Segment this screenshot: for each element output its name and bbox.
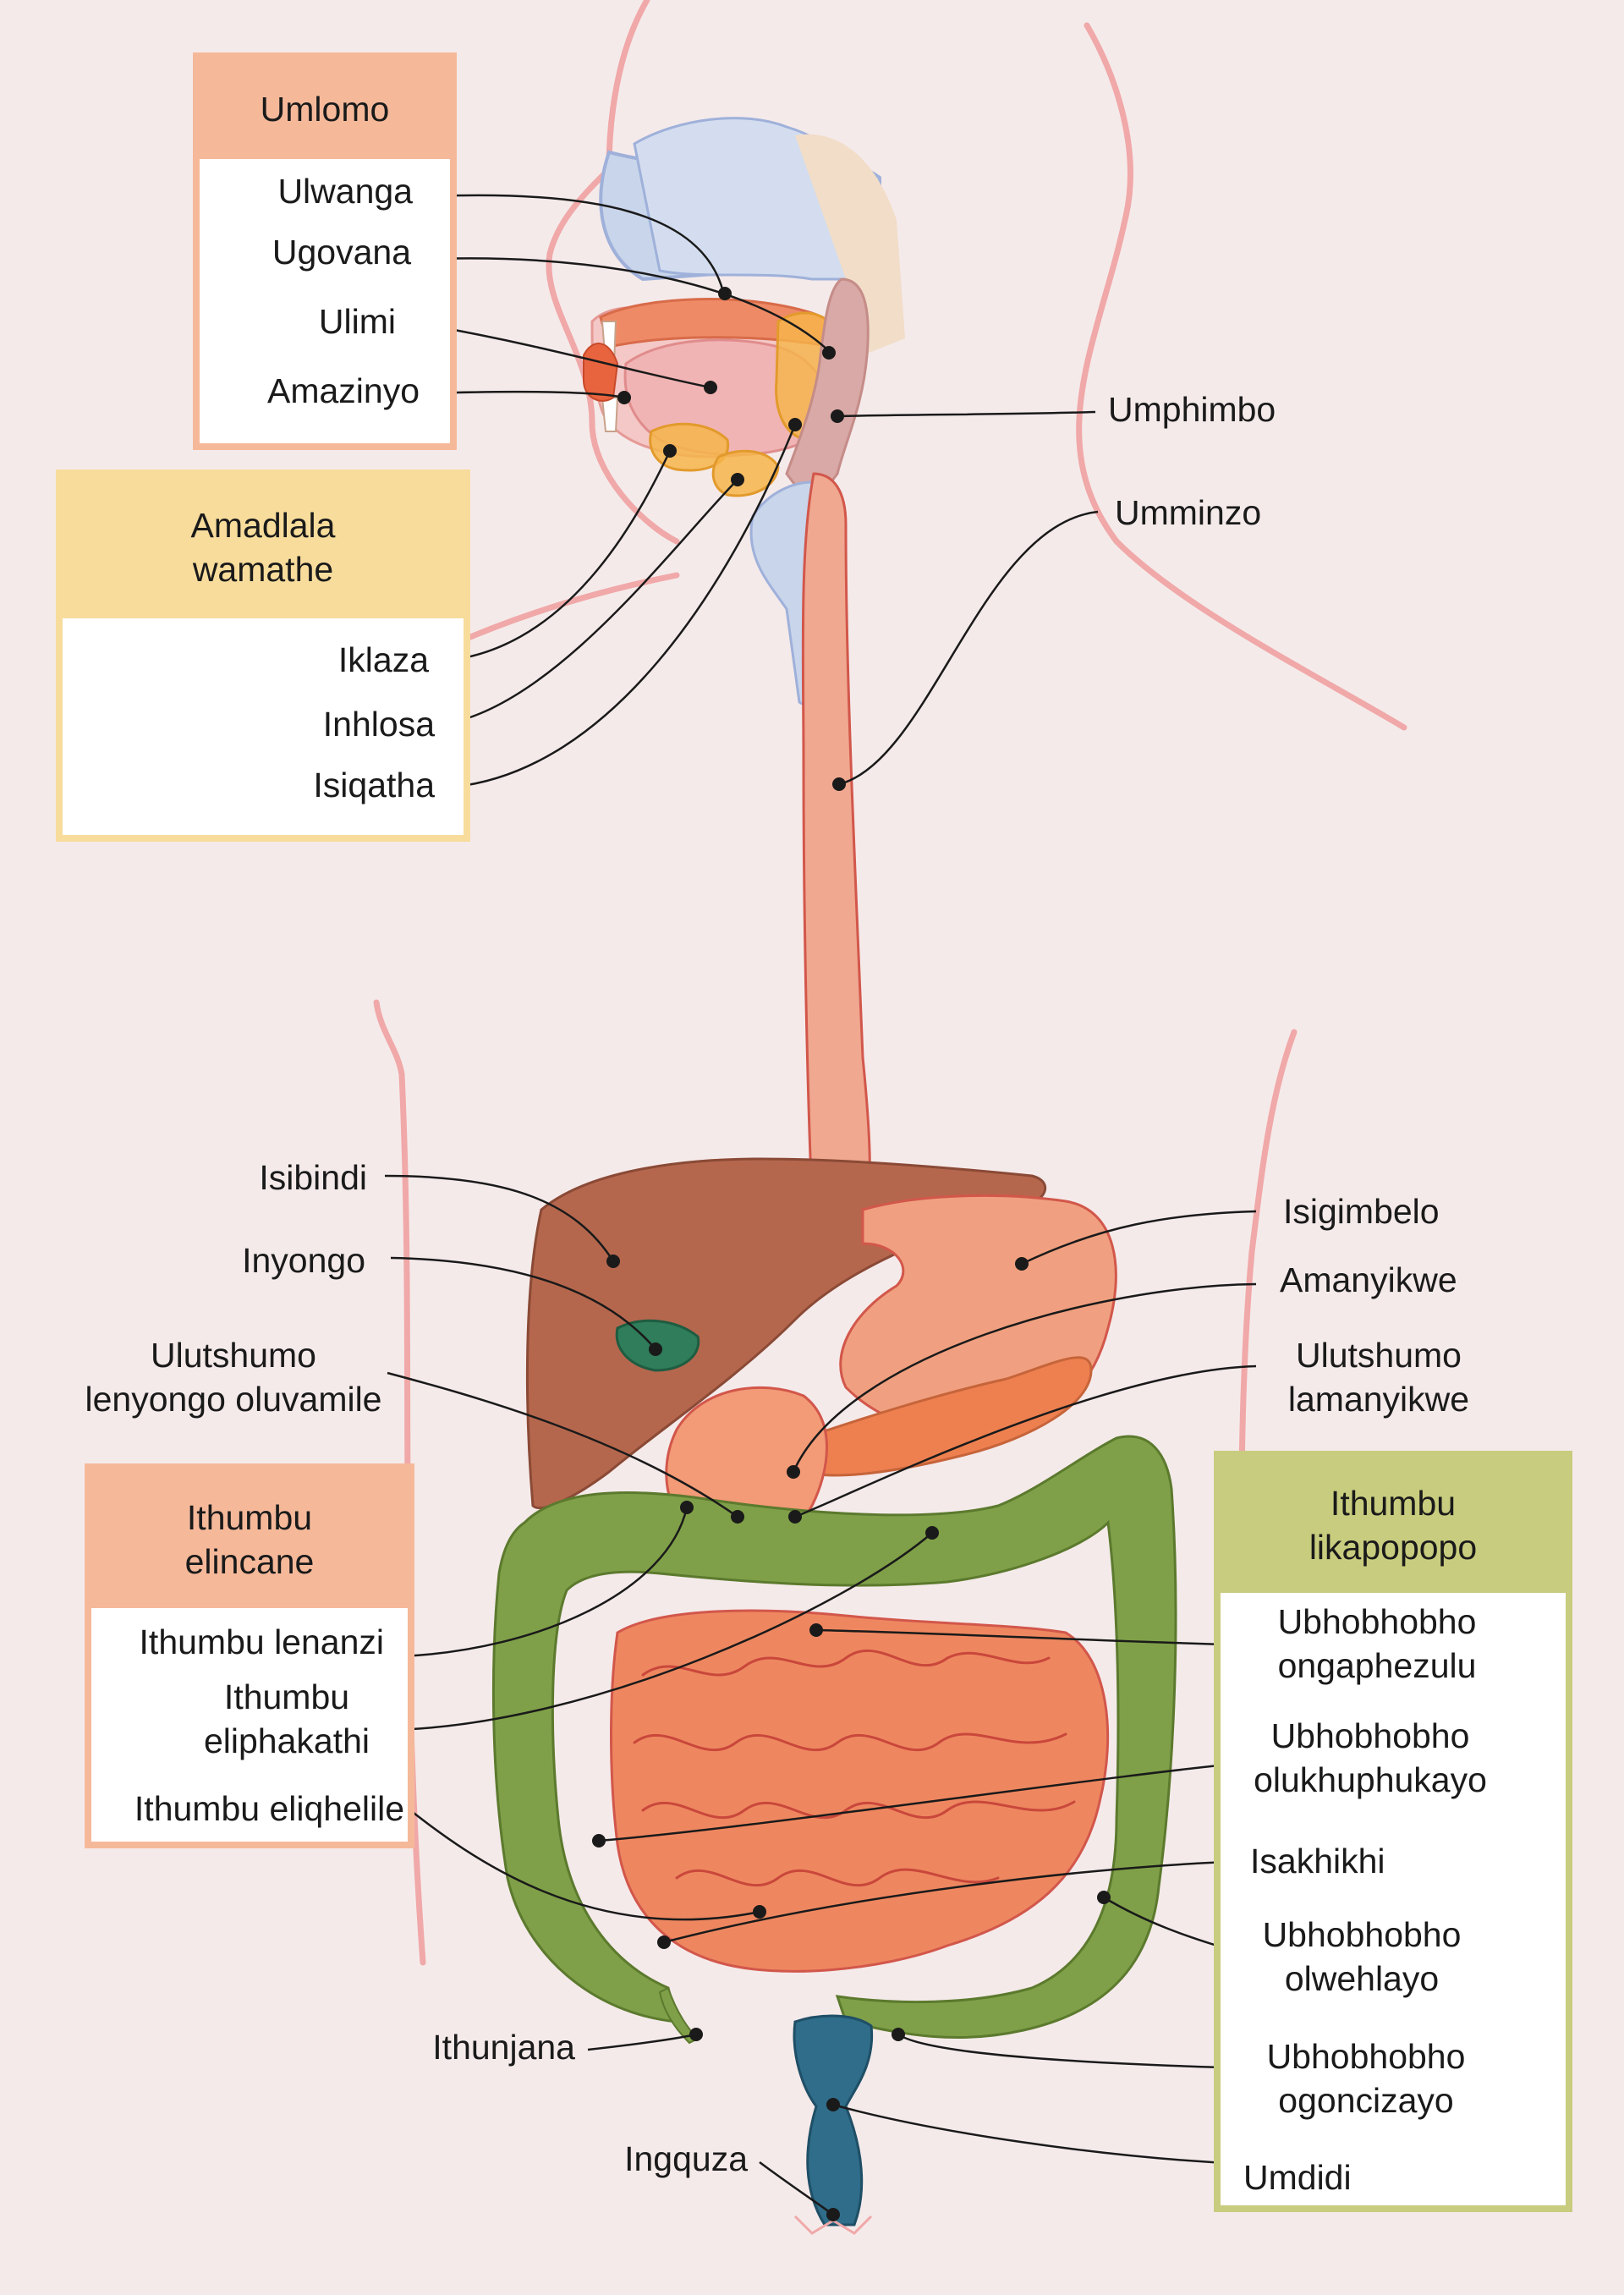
glands-group-box: Amadlala wamathe	[56, 469, 470, 842]
mouth-group-box: Umlomo	[193, 52, 457, 450]
label-ithunjana: Ithunjana	[432, 2028, 575, 2067]
label-ithumbu-eliqhelile: Ithumbu eliqhelile	[134, 1789, 404, 1828]
large-intestine-group-title: Ithumbu likapopopo	[1221, 1458, 1566, 1593]
label-iklaza: Iklaza	[337, 640, 429, 679]
label-ubhobhobho-ongaphezulu: Ubhobhobho ongaphezulu	[1277, 1602, 1477, 1685]
small-intestine-group-box: Ithumbu elincane	[85, 1463, 414, 1848]
label-inhlosa: Inhlosa	[322, 705, 435, 744]
small-intestine-folds	[633, 1649, 1076, 1887]
label-ugovana: Ugovana	[272, 233, 411, 272]
label-isibindi: Isibindi	[259, 1158, 367, 1197]
label-umminzo: Umminzo	[1115, 493, 1262, 532]
label-ubhobhobho-olukhuphukayo: Ubhobhobho olukhuphukayo	[1254, 1716, 1487, 1799]
label-ithumbu-eliphakathi: Ithumbu eliphakathi	[203, 1677, 370, 1760]
esophagus-shape	[801, 472, 871, 1203]
small-intestine-group-title: Ithumbu elincane	[91, 1470, 408, 1608]
label-umdidi: Umdidi	[1243, 2158, 1352, 2197]
pancreas-shape	[802, 1356, 1093, 1477]
large-intestine-group-box: Ithumbu likapopopo	[1214, 1451, 1572, 2212]
label-ulutshumo-lenyongo: Ulutshumo lenyongo oluvamile	[85, 1336, 382, 1419]
label-amanyikwe: Amanyikwe	[1280, 1260, 1457, 1299]
label-ulutshumo-lamanyikwe: Ulutshumo lamanyikwe	[1287, 1336, 1470, 1419]
head-structures	[583, 117, 905, 706]
label-ingquza: Ingquza	[624, 2139, 748, 2178]
label-inyongo: Inyongo	[242, 1241, 365, 1280]
rectum-shape	[793, 2014, 874, 2226]
mouth-group-title: Umlomo	[200, 59, 450, 159]
label-umphimbo: Umphimbo	[1108, 390, 1276, 429]
label-ubhobhobho-ogoncizayo: Ubhobhobho ogoncizayo	[1266, 2037, 1466, 2120]
label-ubhobhobho-olwehlayo: Ubhobhobho olwehlayo	[1262, 1915, 1462, 1998]
appendix-shape	[658, 1986, 700, 2045]
label-ulwanga: Ulwanga	[277, 172, 413, 211]
label-isakhikhi: Isakhikhi	[1250, 1842, 1385, 1880]
anchor-dots	[592, 287, 1111, 2221]
label-isigimbelo: Isigimbelo	[1283, 1192, 1440, 1231]
glands-group-title: Amadlala wamathe	[63, 476, 464, 618]
label-ulimi: Ulimi	[318, 302, 396, 341]
liver-shape	[525, 1157, 1047, 1510]
label-ithumbu-lenanzi: Ithumbu lenanzi	[139, 1622, 384, 1661]
leader-lines	[384, 194, 1257, 2216]
label-amazinyo: Amazinyo	[266, 371, 420, 410]
label-isiqatha: Isiqatha	[313, 766, 435, 804]
